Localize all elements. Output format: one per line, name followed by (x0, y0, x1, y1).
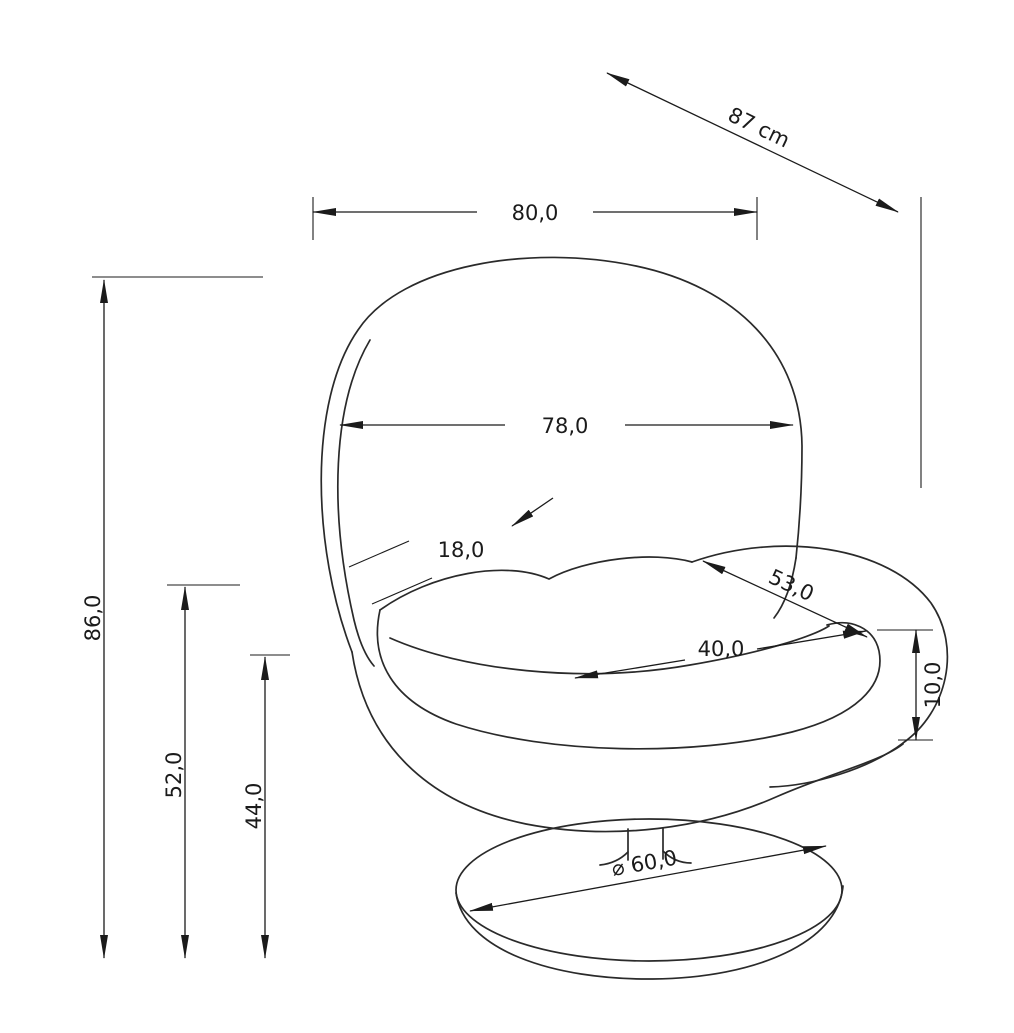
tick-line (371, 577, 433, 605)
dimension-label: 18,0 (438, 538, 485, 562)
dimension-label: 78,0 (542, 414, 589, 438)
chair-lower-bowl (351, 651, 904, 833)
dimension-line (606, 72, 899, 213)
seat-seam (389, 625, 830, 675)
dimension-label: 52,0 (162, 752, 186, 799)
base-plate-bottom-rim (455, 885, 844, 980)
dimension-armrest-thickness: 10,0 (877, 629, 945, 741)
dimension-base-diameter: ⌀ 60,0 (469, 845, 827, 912)
tick-line (348, 540, 410, 568)
dimension-overall-width: 80,0 (312, 197, 758, 240)
dimension-line (756, 630, 867, 650)
dimension-overall-height: 86,0 (81, 276, 263, 959)
dimension-line (574, 659, 686, 679)
chair-shell-inner-rim (337, 339, 375, 667)
dimension-armrest-depth: 53,0 (702, 560, 868, 638)
dimension-label: 80,0 (512, 201, 559, 225)
dimension-backrest-height: 52,0 (162, 584, 240, 959)
dimension-line (702, 560, 868, 638)
dimension-label: 53,0 (765, 565, 818, 606)
dimension-inner-width: 78,0 (339, 414, 794, 438)
leader-line (511, 497, 554, 527)
dimension-label: 10,0 (921, 662, 945, 709)
dimension-label: 44,0 (242, 783, 266, 830)
base-plate (455, 818, 843, 962)
cushion-top-edge (379, 556, 693, 611)
dimension-diagonal-depth: 87 cm (606, 72, 922, 488)
dimension-shell-thickness: 18,0 (348, 497, 554, 605)
chair-outer-shell (320, 256, 803, 653)
dimension-seat-width: 40,0 (574, 630, 867, 679)
dimension-label: 86,0 (81, 595, 105, 642)
seat-cushion (376, 609, 881, 750)
dimension-label: ⌀ 60,0 (610, 846, 679, 881)
dimension-label: 40,0 (698, 637, 745, 661)
dimension-seat-height: 44,0 (242, 654, 290, 959)
dimension-line (469, 845, 827, 912)
armrest-right (691, 545, 949, 788)
